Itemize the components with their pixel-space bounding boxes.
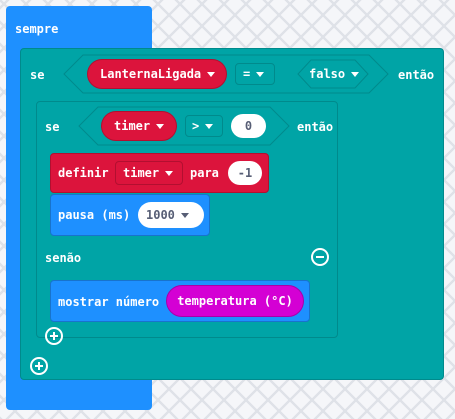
- else-label: senão: [45, 251, 82, 265]
- dropdown-caret-icon: [207, 71, 216, 77]
- outer-operator-dropdown[interactable]: =: [235, 63, 275, 85]
- if-outer-then-label: então: [398, 68, 435, 82]
- timer-variable-dropdown[interactable]: timer: [101, 111, 177, 141]
- boolean-value-slot[interactable]: [297, 59, 369, 89]
- show-number-label: mostrar número: [58, 295, 160, 309]
- add-else-icon[interactable]: [30, 357, 48, 375]
- boolean-value-dropdown[interactable]: falso: [307, 63, 361, 85]
- set-timer-block[interactable]: [50, 153, 269, 193]
- pause-label: pausa (ms): [58, 208, 131, 222]
- dropdown-caret-icon: [165, 170, 174, 176]
- add-else-if-icon[interactable]: [45, 327, 63, 345]
- set-variable-dropdown[interactable]: timer: [115, 161, 183, 185]
- forever-label: sempre: [15, 22, 59, 36]
- dropdown-caret-icon: [351, 71, 360, 77]
- pause-duration-dropdown[interactable]: 1000: [138, 202, 204, 228]
- set-value-field[interactable]: -1: [228, 161, 262, 185]
- set-label: definir: [58, 166, 109, 180]
- compare-number-field[interactable]: 0: [231, 114, 266, 138]
- dropdown-caret-icon: [205, 123, 214, 129]
- set-to-label: para: [190, 166, 219, 180]
- dropdown-caret-icon: [156, 123, 165, 129]
- lanterna-variable-dropdown[interactable]: LanternaLigada: [87, 59, 227, 89]
- dropdown-caret-icon: [256, 71, 265, 77]
- dropdown-caret-icon: [180, 212, 189, 218]
- remove-else-icon[interactable]: [311, 248, 329, 266]
- temperature-reporter[interactable]: temperatura (°C): [166, 285, 304, 317]
- if-outer-label: se: [30, 68, 45, 82]
- inner-operator-dropdown[interactable]: >: [185, 115, 223, 137]
- if-inner-label: se: [45, 120, 60, 134]
- if-inner-then-label: então: [297, 120, 334, 134]
